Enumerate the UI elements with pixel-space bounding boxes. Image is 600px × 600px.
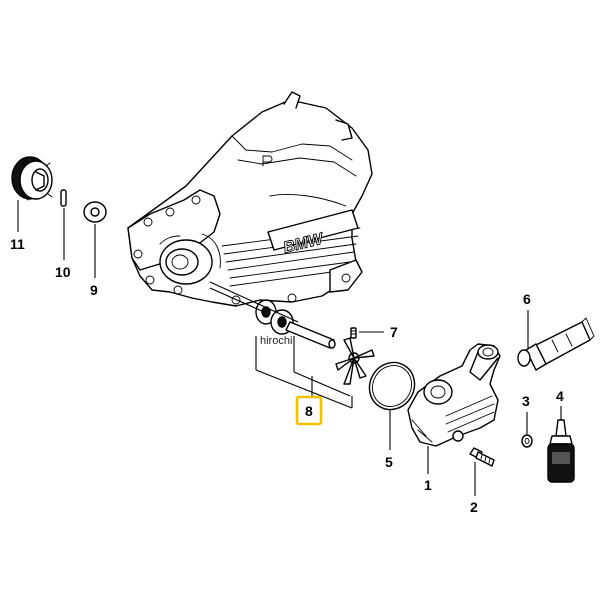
pump-shaft-part-8 (285, 321, 336, 349)
pin-part-10 (60, 189, 67, 207)
small-washer-part-3 (521, 434, 533, 448)
callout-8: 8 (305, 403, 313, 419)
callout-2: 2 (470, 499, 478, 515)
callout-6: 6 (523, 291, 531, 307)
bolt-part-2 (469, 447, 495, 467)
engine-cover-housing: BMW (127, 91, 373, 307)
callout-11: 11 (10, 236, 25, 252)
bottle-part-4 (547, 419, 575, 483)
spring-part-7 (350, 327, 357, 339)
sealant-tube-part-6 (517, 317, 595, 371)
callout-3: 3 (522, 393, 530, 409)
pump-housing-part-1 (407, 343, 501, 447)
o-ring-part-5 (368, 361, 416, 411)
watermark-text: hirochi (260, 335, 292, 347)
callout-9: 9 (90, 282, 98, 298)
leader-lines (17, 200, 562, 496)
callout-8-highlight (295, 395, 323, 426)
callout-1: 1 (424, 477, 432, 493)
callout-7: 7 (390, 324, 398, 340)
callout-4: 4 (556, 388, 564, 404)
callout-5: 5 (385, 454, 393, 470)
callout-labels: 11 10 9 8 7 6 5 4 3 2 1 (10, 236, 564, 515)
impeller (335, 337, 375, 385)
callout-10: 10 (55, 264, 71, 280)
washer-part-9 (83, 201, 107, 223)
gear-part-11 (11, 156, 53, 201)
